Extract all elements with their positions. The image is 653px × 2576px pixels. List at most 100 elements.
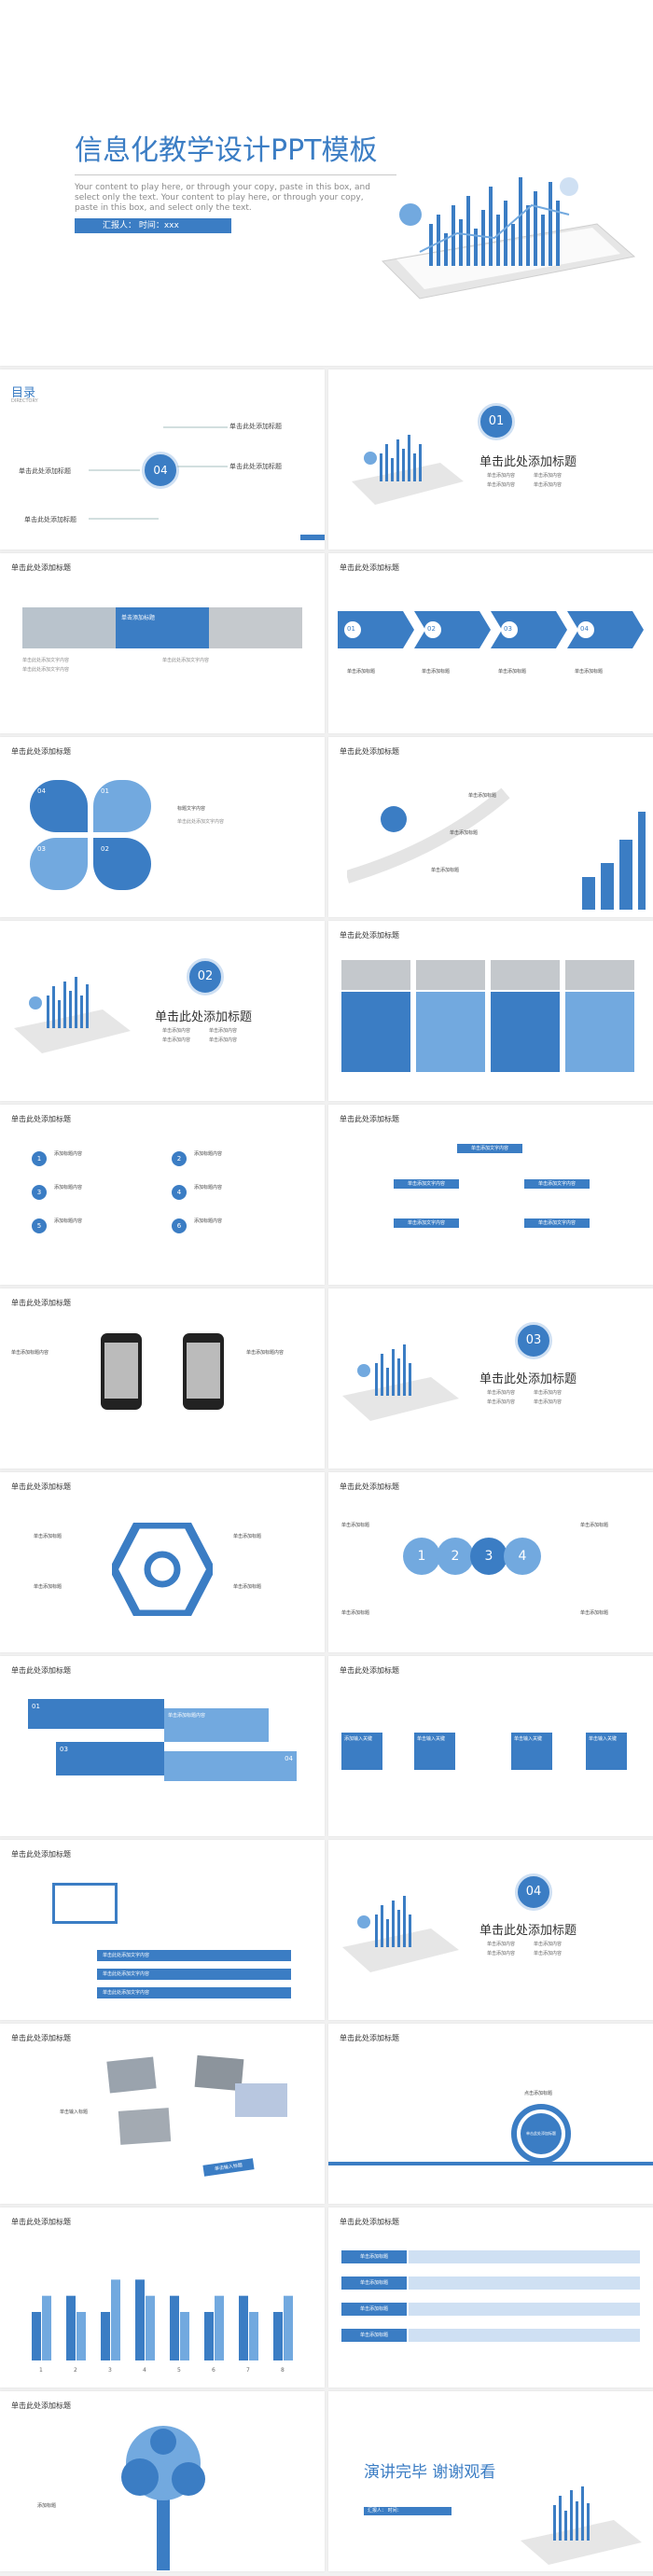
section-title: 单击此处添加标题 <box>155 1010 253 1024</box>
arrow-caption: 单击添加标题 <box>422 669 451 675</box>
bar-category-label: 2 <box>74 2367 77 2374</box>
bands-slide[interactable]: 单击此处添加标题 单击添加标题 单击添加标题 单击添加标题 单击添加标题 <box>328 2207 653 2388</box>
growth-label: 单击添加标题 <box>450 830 479 836</box>
photo-caption-box: 单击添加标题 <box>116 607 209 648</box>
photo-text-slide[interactable]: 单击此处添加标题 单击添加标题 单击此处添加文字内容 单击此处添加文字内容 单击… <box>0 553 325 733</box>
slide-title: 单击此处添加标题 <box>340 564 399 572</box>
icon-bars-slide[interactable]: 单击此处添加标题 单击此处添加文字内容 单击此处添加文字内容 单击此处添加文字内… <box>0 1840 325 2020</box>
arrow-caption: 单击添加标题 <box>347 669 376 675</box>
bar <box>215 2295 224 2360</box>
ring-baseline <box>328 2162 653 2165</box>
title-slide[interactable]: 信息化教学设计PPT模板 Your content to play here, … <box>0 0 653 366</box>
bar-category-label: 3 <box>108 2367 112 2374</box>
card-body <box>416 992 485 1072</box>
slide-title: 单击此处添加标题 <box>11 2218 71 2226</box>
quad-01: 01 <box>93 780 151 832</box>
tablet-chart-illustration <box>342 1896 459 1972</box>
quad-slide[interactable]: 单击此处添加标题 04 01 03 02 标题文字内容 单击此处添加文字内容 <box>0 737 325 917</box>
section-01-slide[interactable]: 01 单击此处添加标题 单击添加内容 单击添加内容 单击添加内容 单击添加内容 <box>328 369 653 550</box>
step-label: 单击添加标题 <box>341 1610 370 1616</box>
slide-title: 单击此处添加标题 <box>340 1115 399 1123</box>
zigzag-slide[interactable]: 单击此处添加标题 01 单击添加标题内容 03 04 <box>0 1656 325 1836</box>
bullet: 单击添加内容 <box>534 473 563 479</box>
slide-title: 单击此处添加标题 <box>11 2402 71 2410</box>
list-number: 1 <box>32 1151 47 1166</box>
slide-title: 单击此处添加标题 <box>340 931 399 940</box>
hex-label: 单击添加标题 <box>233 1584 262 1590</box>
tree-slide[interactable]: 单击此处添加标题 添加标题 <box>0 2391 325 2571</box>
ending-slide[interactable]: 演讲完毕 谢谢观看 汇报人： 时间： <box>328 2391 653 2571</box>
bar-category-label: 7 <box>246 2367 250 2374</box>
section-03-slide[interactable]: 03 单击此处添加标题 单击添加内容 单击添加内容 单击添加内容 单击添加内容 <box>328 1288 653 1469</box>
flow-boxes-slide[interactable]: 单击此处添加标题 单击添加文字内容 单击添加文字内容 单击添加文字内容 单击添加… <box>328 1105 653 1285</box>
collage-button[interactable]: 单击输入标题 <box>202 2158 255 2177</box>
zigzag-band: 04 <box>164 1751 297 1781</box>
bullet: 单击添加内容 <box>487 1390 516 1396</box>
ending-title: 演讲完毕 谢谢观看 <box>364 2463 496 2482</box>
bar-category-label: 1 <box>39 2367 43 2374</box>
info-bar: 单击此处添加文字内容 <box>97 1987 291 1998</box>
arrow-num: 02 <box>427 625 436 633</box>
bullet: 单击添加内容 <box>534 1399 563 1405</box>
section-number-badge: 02 <box>187 958 224 996</box>
quad-side-title: 标题文字内容 <box>177 806 206 812</box>
slide-title: 单击此处添加标题 <box>11 2034 71 2042</box>
bullet: 单击添加内容 <box>534 482 563 488</box>
photo-question-marks <box>22 607 116 648</box>
compare-boxes-slide[interactable]: 单击此处添加标题 添加输入关键 单击输入关键 单击输入关键 单击输入关键 <box>328 1656 653 1836</box>
slide-title: 单击此处添加标题 <box>11 1850 71 1859</box>
arrow-process-slide[interactable]: 单击此处添加标题 01 02 03 04 单击添加标题 单击添加标题 单击添加标… <box>328 553 653 733</box>
toc-item-4[interactable]: 单击此处添加标题 <box>24 516 76 523</box>
bar <box>284 2295 293 2360</box>
flow-box: 单击添加文字内容 <box>524 1179 590 1189</box>
slide-title: 单击此处添加标题 <box>11 1666 71 1675</box>
compare-box: 单击输入关键 <box>586 1733 627 1770</box>
tree-label: 添加标题 <box>37 2503 57 2509</box>
section-02-slide[interactable]: 02 单击此处添加标题 单击添加内容 单击添加内容 单击添加内容 单击添加内容 <box>0 921 325 1101</box>
card-body <box>565 992 634 1072</box>
bar <box>66 2295 76 2360</box>
presenter-icon <box>52 1883 118 1924</box>
bullet: 单击添加内容 <box>162 1037 191 1043</box>
toc-subtitle: DIRECTORY <box>11 398 38 404</box>
bullet: 单击添加内容 <box>487 473 516 479</box>
four-card-slide[interactable]: 单击此处添加标题 <box>328 921 653 1101</box>
zigzag-band: 03 <box>56 1742 164 1775</box>
bullet: 单击添加内容 <box>209 1037 238 1043</box>
hex-label: 单击添加标题 <box>233 1534 262 1539</box>
ring-slide[interactable]: 单击此处添加标题 单击此处添加标题 点击添加标题 <box>328 2024 653 2204</box>
tablet-chart-illustration <box>521 2486 642 2565</box>
toc-title: 目录 <box>11 386 36 400</box>
slide-title: 单击此处添加标题 <box>340 1483 399 1491</box>
quad-03: 03 <box>30 838 88 890</box>
list-number: 3 <box>32 1185 47 1200</box>
list-number: 6 <box>172 1218 187 1233</box>
section-04-slide[interactable]: 04 单击此处添加标题 单击添加内容 单击添加内容 单击添加内容 单击添加内容 <box>328 1840 653 2020</box>
bar-category-label: 4 <box>143 2367 146 2374</box>
slide-title: 单击此处添加标题 <box>11 747 71 756</box>
phones-slide[interactable]: 单击此处添加标题 单击添加标题内容 单击添加标题内容 <box>0 1288 325 1469</box>
slide-title: 单击此处添加标题 <box>11 1299 71 1307</box>
hex-label: 单击添加标题 <box>34 1534 63 1539</box>
toc-item-2[interactable]: 单击此处添加标题 <box>229 463 282 470</box>
toc-slide[interactable]: 目录 DIRECTORY 04 单击此处添加标题 单击此处添加标题 单击此处添加… <box>0 369 325 550</box>
card-photo <box>341 960 410 990</box>
circle-steps-slide[interactable]: 单击此处添加标题 1 2 3 4 单击添加标题 单击添加标题 单击添加标题 单击… <box>328 1472 653 1652</box>
compare-box: 单击输入关键 <box>511 1733 552 1770</box>
toc-item-1[interactable]: 单击此处添加标题 <box>229 423 282 430</box>
list-heading: 添加标题内容 <box>194 1185 223 1191</box>
body-text: 单击此处添加文字内容 <box>162 658 210 663</box>
section-title: 单击此处添加标题 <box>479 1372 577 1386</box>
growth-arrows-slide[interactable]: 单击此处添加标题 单击添加标题 单击添加标题 单击添加标题 <box>328 737 653 917</box>
photo-collage-slide[interactable]: 单击此处添加标题 单击输入标题 单击输入标题 <box>0 2024 325 2204</box>
toc-item-3[interactable]: 单击此处添加标题 <box>19 467 71 475</box>
bullet: 单击添加内容 <box>487 1399 516 1405</box>
bullet: 单击添加内容 <box>487 482 516 488</box>
corner-accent <box>300 535 325 540</box>
bar-category-label: 6 <box>212 2367 215 2374</box>
list-heading: 添加标题内容 <box>54 1151 83 1157</box>
numbered-list-slide[interactable]: 单击此处添加标题 1 3 5 2 4 6 添加标题内容 添加标题内容 添加标题内… <box>0 1105 325 1285</box>
flow-box: 单击添加文字内容 <box>524 1218 590 1228</box>
hexagon-slide[interactable]: 单击此处添加标题 单击添加标题 单击添加标题 单击添加标题 单击添加标题 <box>0 1472 325 1652</box>
